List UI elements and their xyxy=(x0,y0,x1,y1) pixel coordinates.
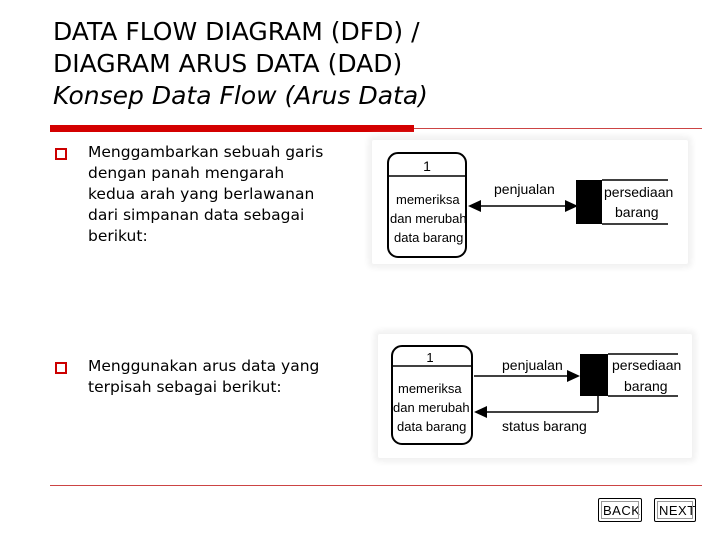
bullet-2-line: Menggunakan arus data yang xyxy=(88,357,320,375)
store-label-line: barang xyxy=(615,204,659,220)
dfd-diagram-bidirectional: 1 memeriksa dan merubah data barang penj… xyxy=(372,140,688,264)
bullet-square-icon xyxy=(55,148,67,160)
flow-label: penjualan xyxy=(494,181,555,197)
bullet-1-line: dengan panah mengarah xyxy=(88,164,285,182)
store-label-line: persediaan xyxy=(604,184,673,200)
flow-in-label: status barang xyxy=(502,418,587,434)
data-store-fill xyxy=(580,354,608,396)
slide-title: DATA FLOW DIAGRAM (DFD) / DIAGRAM ARUS D… xyxy=(53,16,693,112)
bullet-square-icon xyxy=(55,362,67,374)
process-label-line: memeriksa xyxy=(396,192,460,207)
title-line-2: DIAGRAM ARUS DATA (DAD) xyxy=(53,49,403,78)
bullet-text-1: Menggambarkan sebuah garis dengan panah … xyxy=(88,142,323,247)
bullet-1-line: berikut: xyxy=(88,227,148,245)
bullet-2-line: terpisah sebagai berikut: xyxy=(88,378,282,396)
process-label-line: dan merubah xyxy=(390,211,467,226)
arrowhead-right-icon xyxy=(567,370,580,382)
bullet-1-line: dari simpanan data sebagai xyxy=(88,206,305,224)
process-label-line: data barang xyxy=(394,230,463,245)
dfd-diagram-separate-flows: 1 memeriksa dan merubah data barang penj… xyxy=(378,334,692,458)
title-subtitle: Konsep Data Flow (Arus Data) xyxy=(53,81,428,110)
process-box xyxy=(391,345,473,445)
process-box xyxy=(387,152,467,258)
process-label-line: dan merubah xyxy=(393,400,470,415)
data-store-fill xyxy=(576,180,602,224)
back-button[interactable]: BACK xyxy=(598,498,642,522)
bullet-1-line: kedua arah yang berlawanan xyxy=(88,185,315,203)
dfd-diagram-2-svg: 1 memeriksa dan merubah data barang penj… xyxy=(391,345,681,445)
header-accent-bar xyxy=(50,125,414,132)
arrowhead-right-icon xyxy=(565,200,578,212)
process-number: 1 xyxy=(423,158,431,174)
flow-out-label: penjualan xyxy=(502,357,563,373)
arrowhead-left-icon xyxy=(468,200,481,212)
next-button[interactable]: NEXT xyxy=(654,498,696,522)
process-label-line: memeriksa xyxy=(398,381,462,396)
store-label-line: persediaan xyxy=(612,357,681,373)
process-label-line: data barang xyxy=(397,419,466,434)
process-number: 1 xyxy=(426,350,433,365)
bullet-1-line: Menggambarkan sebuah garis xyxy=(88,143,324,161)
bullet-text-2: Menggunakan arus data yang terpisah seba… xyxy=(88,356,319,398)
store-label-line: barang xyxy=(624,378,668,394)
footer-divider xyxy=(50,485,702,486)
arrowhead-left-icon xyxy=(474,406,487,418)
title-line-1: DATA FLOW DIAGRAM (DFD) / xyxy=(53,17,420,46)
dfd-diagram-1-svg: 1 memeriksa dan merubah data barang penj… xyxy=(387,152,673,258)
